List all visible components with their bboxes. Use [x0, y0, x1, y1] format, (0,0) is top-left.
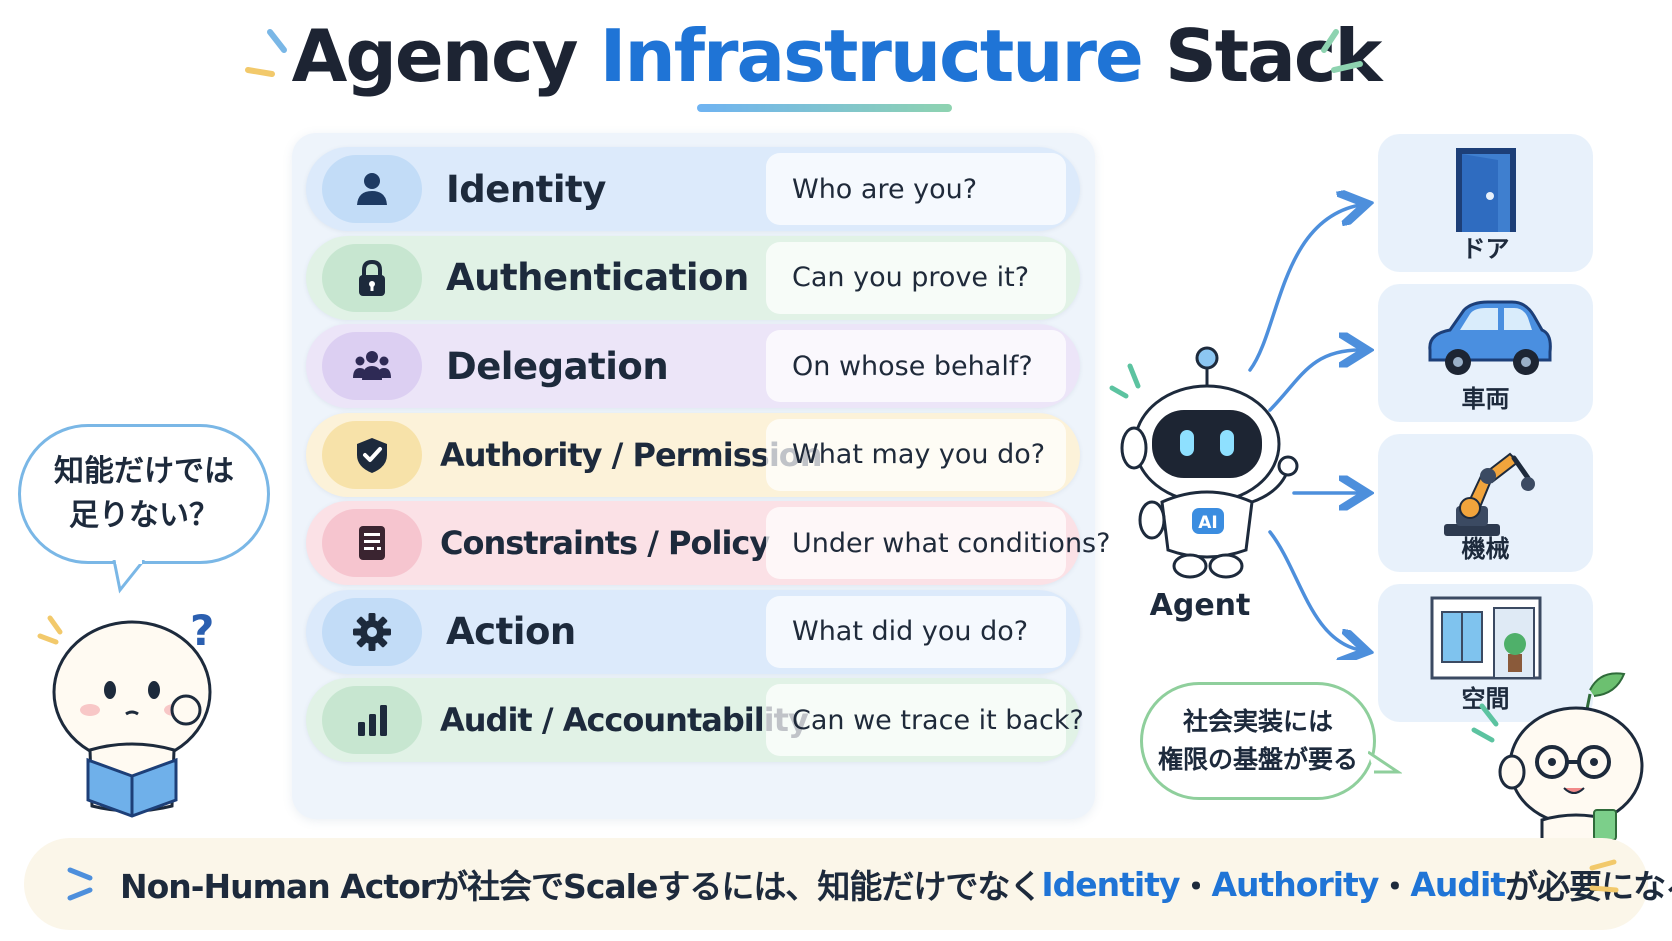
agent-sparkle-icon — [1109, 363, 1141, 399]
agent-arrows — [1248, 180, 1390, 660]
banner-keyword-audit: Audit — [1410, 864, 1506, 904]
layer-icon-circle — [322, 155, 422, 223]
layer-label: Delegation — [446, 344, 669, 388]
banner-keyword-authority: Authority — [1211, 864, 1380, 904]
layer-question: What may you do? — [766, 418, 1066, 491]
arrow-to-door — [1248, 205, 1360, 372]
title-underline — [697, 104, 952, 112]
layer-icon-circle — [322, 597, 422, 666]
bubble-left-line-1: 知能だけでは — [54, 454, 234, 489]
tile-machine: 機械 — [1378, 434, 1593, 572]
page-title: Agency Infrastructure Stack — [0, 14, 1672, 98]
bubble-right-line-1: 社会実装には — [1182, 707, 1333, 736]
speech-bubble-right: 社会実装には 権限の基盤が要る — [1140, 682, 1376, 800]
layer-icon-circle — [322, 420, 422, 489]
layer-question: Can you prove it? — [766, 241, 1066, 314]
title-part-1: Agency — [291, 14, 579, 98]
layer-icon-circle — [322, 243, 422, 312]
layer-label: Audit / Accountability — [440, 701, 809, 739]
title-part-2: Stack — [1164, 14, 1382, 98]
lock-icon — [359, 259, 385, 296]
document-icon — [359, 526, 385, 560]
sparkle-right-icon — [1321, 29, 1363, 73]
arrow-to-car — [1268, 350, 1360, 412]
stack-layer-delegation: Delegation On whose behalf? — [306, 324, 1080, 408]
bubble-left-line-2: 足りない？ — [69, 498, 219, 533]
agent-label: Agent — [1149, 588, 1251, 623]
layer-icon-circle — [322, 332, 422, 400]
agent-badge: AI — [1198, 513, 1217, 533]
layer-icon-circle — [322, 509, 422, 577]
banner-text: Non-Human Actorが社会でScaleするには、知能だけでなく Ide… — [120, 838, 1672, 930]
banner-separator: ・ — [1378, 867, 1411, 906]
tile-car: 車両 — [1378, 284, 1593, 422]
summary-banner: Non-Human Actorが社会でScaleするには、知能だけでなく Ide… — [24, 838, 1672, 930]
sparkle-left-icon — [245, 29, 287, 77]
banner-sparkle-left-icon — [67, 867, 93, 901]
layer-question: Under what conditions? — [766, 507, 1110, 579]
layer-label: Identity — [446, 167, 606, 211]
tile-space: 空間 — [1378, 584, 1593, 722]
question-mark: ? — [190, 606, 215, 655]
stack-layer-action: Action What did you do? — [306, 589, 1080, 674]
person-icon — [357, 173, 387, 205]
banner-sparkle-right-icon — [1589, 859, 1619, 893]
gear-icon — [353, 612, 391, 651]
stack-layer-authority-permission: Authority / Permission What may you do? — [306, 412, 1080, 497]
tile-machine-label: 機械 — [1461, 535, 1510, 563]
title-highlight: Infrastructure — [599, 14, 1144, 98]
layer-label: Action — [446, 610, 576, 653]
layer-question: Can we trace it back? — [766, 684, 1084, 756]
banner-separator: ・ — [1179, 867, 1213, 906]
layer-label: Authority / Permission — [440, 435, 823, 474]
bar-chart-icon — [358, 705, 387, 736]
layer-question: Who are you? — [766, 153, 1066, 225]
stack-layer-constraints-policy: Constraints / Policy Under what conditio… — [306, 501, 1110, 585]
stack-panel: Identity Who are you? Authentication Can… — [292, 133, 1110, 819]
banner-prefix: Non-Human Actorが社会でScaleするには、知能だけでなく — [120, 867, 1042, 906]
arrow-to-space — [1268, 530, 1360, 650]
tile-door-label: ドア — [1461, 235, 1510, 263]
stack-layer-authentication: Authentication Can you prove it? — [306, 235, 1080, 320]
layer-label: Authentication — [446, 256, 749, 299]
thinking-character-icon — [37, 615, 212, 818]
door-icon — [1455, 148, 1516, 232]
tile-car-label: 車両 — [1461, 385, 1510, 413]
layer-question: What did you do? — [766, 595, 1066, 668]
bubble-right-tail — [1368, 750, 1402, 774]
bubble-right-line-2: 権限の基盤が要る — [1157, 745, 1358, 774]
bubble-left-tail — [112, 560, 146, 594]
robot-arm-icon — [1443, 452, 1535, 536]
layer-question: On whose behalf? — [766, 330, 1066, 402]
layer-label: Constraints / Policy — [440, 524, 770, 562]
room-icon — [1430, 596, 1541, 680]
agent-robot-icon: AI — [1120, 346, 1299, 579]
tile-door: ドア — [1378, 134, 1593, 272]
speech-bubble-left: 知能だけでは 足りない？ — [18, 424, 270, 564]
car-icon — [1427, 300, 1552, 375]
layer-icon-circle — [322, 686, 422, 754]
shield-check-icon — [357, 437, 387, 473]
sprout-character-icon — [1471, 672, 1644, 850]
banner-suffix: が必要になる。 — [1505, 867, 1672, 906]
group-icon — [353, 351, 391, 380]
stack-layer-identity: Identity Who are you? — [306, 147, 1080, 231]
stack-layer-audit-accountability: Audit / Accountability Can we trace it b… — [306, 678, 1084, 762]
banner-keyword-identity: Identity — [1041, 864, 1180, 904]
